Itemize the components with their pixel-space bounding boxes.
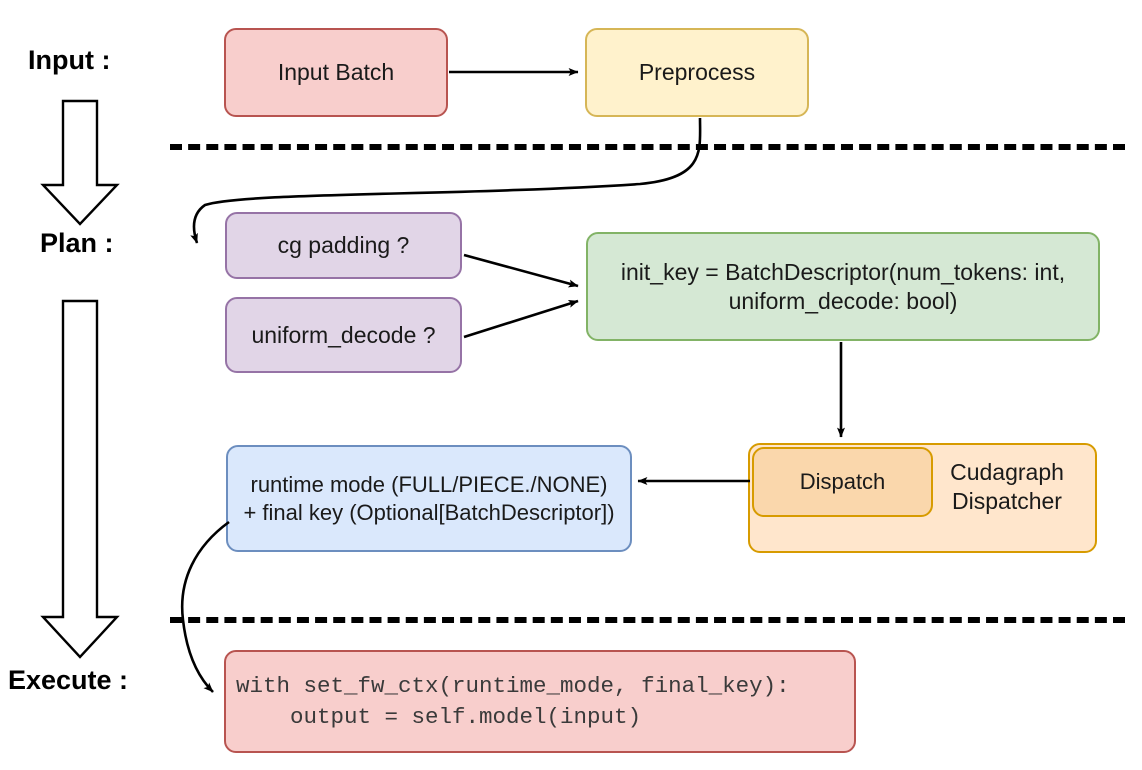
node-dispatch-label: Dispatch xyxy=(799,469,886,495)
stage-label-input: Input : xyxy=(28,45,111,75)
input-to-plan-arrow xyxy=(40,99,120,226)
node-input-batch[interactable]: Input Batch xyxy=(224,28,448,117)
node-init-key[interactable]: init_key = BatchDescriptor(num_tokens: i… xyxy=(586,232,1100,341)
node-runtime-mode-line2: + final key (Optional[BatchDescriptor]) xyxy=(243,499,615,525)
edge-uniform-decode-to-init-key xyxy=(463,299,579,339)
node-cudagraph-dispatcher-label: Cudagraph Dispatcher xyxy=(923,449,1091,525)
node-runtime-mode-line1: runtime mode (FULL/PIECE./NONE) xyxy=(250,472,608,497)
node-init-key-line1: init_key = BatchDescriptor(num_tokens: i… xyxy=(620,258,1066,285)
node-cg-padding-label: cg padding ? xyxy=(277,232,410,259)
edge-runtime-mode-to-execute-code xyxy=(180,520,230,693)
stage-label-execute: Execute : xyxy=(8,665,129,695)
node-uniform-decode-label: uniform_decode ? xyxy=(251,321,436,348)
stage-label-plan: Plan : xyxy=(40,228,114,258)
node-execute-code[interactable]: with set_fw_ctx(runtime_mode, final_key)… xyxy=(224,650,856,753)
plan-execute-divider xyxy=(170,617,1125,623)
node-cg-padding[interactable]: cg padding ? xyxy=(225,212,462,279)
input-plan-divider xyxy=(170,144,1125,150)
node-preprocess[interactable]: Preprocess xyxy=(585,28,809,117)
node-dispatch[interactable]: Dispatch xyxy=(752,447,933,517)
edge-cg-padding-to-init-key xyxy=(463,253,579,288)
node-cudagraph-dispatcher-line2: Dispatcher xyxy=(952,488,1062,514)
node-execute-code-line1: with set_fw_ctx(runtime_mode, final_key)… xyxy=(236,673,790,700)
node-input-batch-label: Input Batch xyxy=(277,59,395,86)
node-preprocess-label: Preprocess xyxy=(638,59,756,86)
node-init-key-line2: uniform_decode: bool) xyxy=(728,287,958,314)
plan-to-execute-arrow xyxy=(40,299,120,659)
node-cudagraph-dispatcher-line1: Cudagraph xyxy=(950,459,1064,486)
node-uniform-decode[interactable]: uniform_decode ? xyxy=(225,297,462,373)
node-runtime-mode[interactable]: runtime mode (FULL/PIECE./NONE) + final … xyxy=(226,445,632,552)
node-execute-code-line2: output = self.model(input) xyxy=(236,703,642,730)
